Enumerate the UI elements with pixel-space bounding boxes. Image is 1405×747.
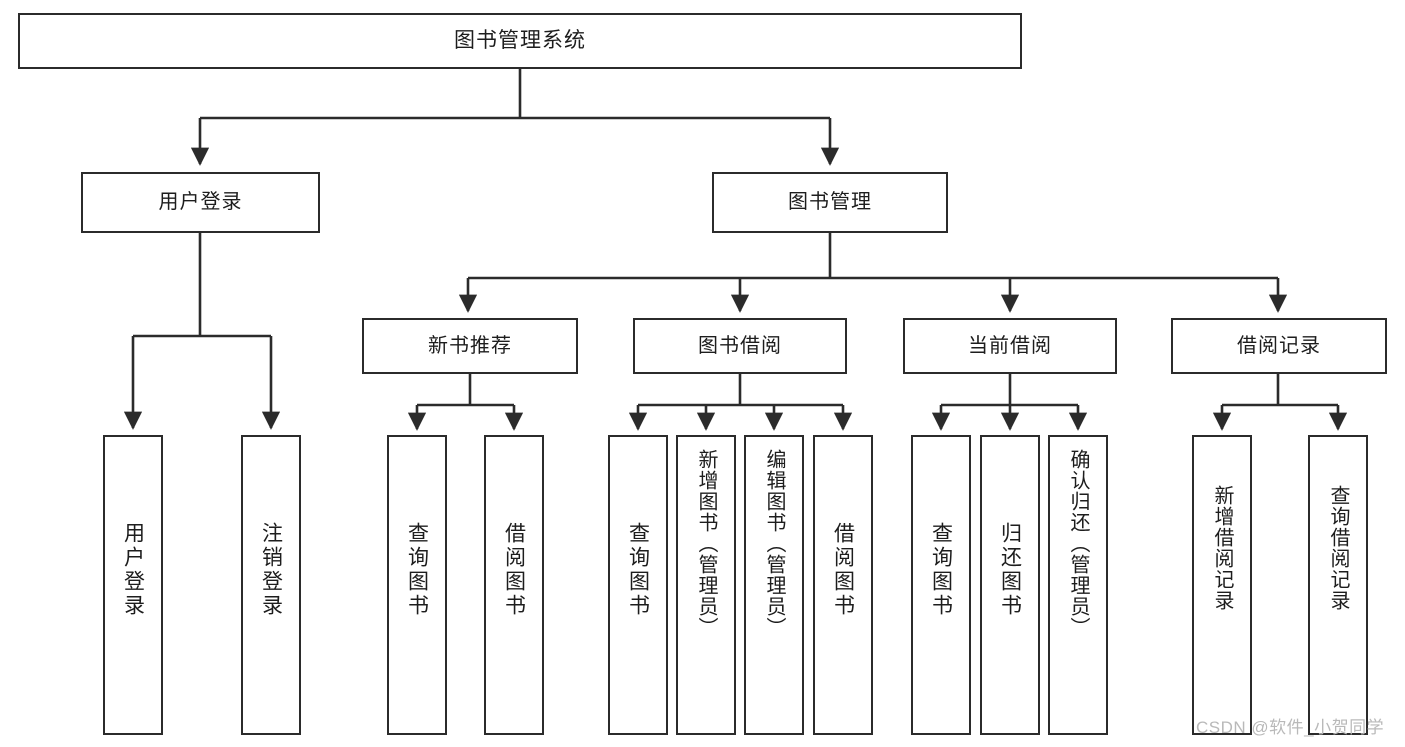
node-label: 新书推荐	[428, 334, 512, 357]
leaf-add-borrow-record[interactable]: 新增借阅记录	[1192, 435, 1252, 735]
node-new-book-recommendation[interactable]: 新书推荐	[362, 318, 578, 374]
node-label: 查询图书	[405, 522, 429, 618]
node-label: 归还图书	[998, 522, 1022, 618]
node-label: 查询图书	[626, 522, 650, 618]
node-label: 借阅图书	[831, 522, 855, 618]
leaf-query-books-borrow[interactable]: 查询图书	[608, 435, 668, 735]
node-label: 图书借阅	[698, 334, 782, 357]
node-label: 确认归还（管理员）	[1067, 449, 1089, 638]
node-label: 编辑图书（管理员）	[763, 449, 785, 638]
leaf-return-books[interactable]: 归还图书	[980, 435, 1040, 735]
node-user-login[interactable]: 用户登录	[81, 172, 320, 233]
node-current-borrowing[interactable]: 当前借阅	[903, 318, 1117, 374]
node-label: 新增图书（管理员）	[695, 449, 717, 638]
leaf-borrow-books-recommend[interactable]: 借阅图书	[484, 435, 544, 735]
node-label: 用户登录	[121, 522, 145, 618]
node-label: 查询借阅记录	[1327, 485, 1349, 611]
leaf-query-books-current[interactable]: 查询图书	[911, 435, 971, 735]
leaf-confirm-return-admin[interactable]: 确认归还（管理员）	[1048, 435, 1108, 735]
node-label: 当前借阅	[968, 334, 1052, 357]
node-label: 图书管理系统	[454, 28, 586, 52]
node-book-borrowing[interactable]: 图书借阅	[633, 318, 847, 374]
leaf-query-books-recommend[interactable]: 查询图书	[387, 435, 447, 735]
leaf-add-book-admin[interactable]: 新增图书（管理员）	[676, 435, 736, 735]
node-label: 用户登录	[158, 191, 243, 213]
node-label: 注销登录	[259, 522, 283, 618]
leaf-edit-book-admin[interactable]: 编辑图书（管理员）	[744, 435, 804, 735]
leaf-user-login[interactable]: 用户登录	[103, 435, 163, 735]
node-label: 借阅图书	[502, 522, 526, 618]
node-root-system[interactable]: 图书管理系统	[18, 13, 1022, 69]
leaf-logout[interactable]: 注销登录	[241, 435, 301, 735]
node-label: 借阅记录	[1237, 334, 1321, 357]
leaf-query-borrow-record[interactable]: 查询借阅记录	[1308, 435, 1368, 735]
node-borrow-records[interactable]: 借阅记录	[1171, 318, 1387, 374]
node-label: 新增借阅记录	[1211, 485, 1233, 611]
node-label: 图书管理	[788, 191, 872, 213]
node-label: 查询图书	[929, 522, 953, 618]
leaf-borrow-books[interactable]: 借阅图书	[813, 435, 873, 735]
node-book-management[interactable]: 图书管理	[712, 172, 948, 233]
